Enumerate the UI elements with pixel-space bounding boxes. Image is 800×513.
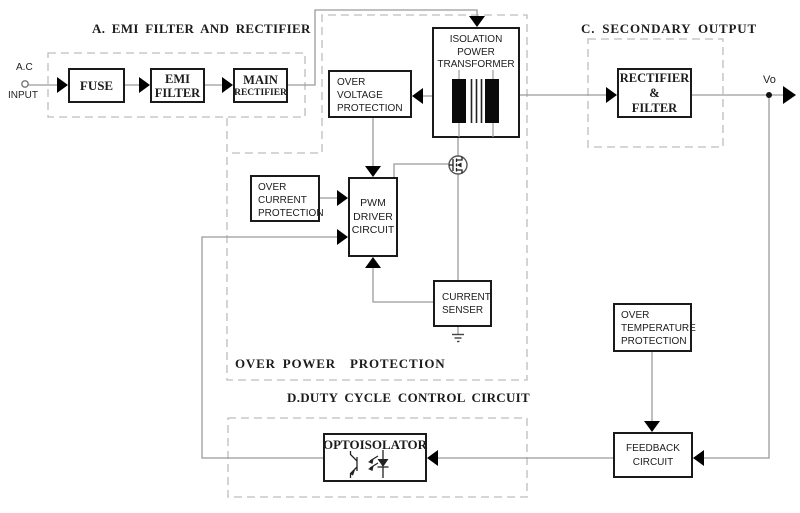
arrow-into-rectifier-filter [606,87,617,103]
wire-vo-to-feedback [703,95,770,459]
arrow-output-vo [783,86,796,104]
block-emi-filter: EMI FILTER [150,68,205,103]
main-rectifier-line2: RECTIFIER [234,87,287,98]
block-rectifier-filter: RECTIFIER & FILTER [617,68,692,118]
section-label-over-power-protection: OVER POWER PROTECTION [235,356,446,371]
section-label-emi-filter-and-rectifier: A. EMI FILTER AND RECTIFIER [92,21,311,36]
arrow-opto-into-pwm [337,229,348,245]
block-main-rectifier: MAIN RECTIFIER [233,68,288,103]
block-over-current-protection: OVER CURRENT PROTECTION [250,175,324,222]
arrow-into-optoisolator [427,450,438,466]
mosfet-icon [448,155,468,175]
arrow-into-transformer-top [469,16,485,27]
block-pwm-driver-circuit: PWM DRIVER CIRCUIT [348,177,398,257]
arrow-into-feedback-top [644,421,660,432]
arrow-into-feedback-right [693,450,704,466]
vo-node-dot-icon [766,92,772,98]
block-over-voltage-protection: OVER VOLTAGE PROTECTION [328,70,412,118]
section-label-secondary-output: C. SECONDARY OUTPUT [581,21,757,36]
arrow-into-ovp [412,88,423,104]
arrow-into-fuse [57,77,68,93]
block-over-temperature-protection: OVER TEMPERATURE PROTECTION [613,303,696,352]
main-rectifier-line1: MAIN [243,72,278,87]
arrow-into-pwm-bottom [365,257,381,268]
block-optoisolator: OPTOISOLATOR [323,433,427,482]
arrow-into-emi-filter [139,77,150,93]
section-label-duty-cycle-control-circuit: D.DUTY CYCLE CONTROL CIRCUIT [287,390,531,405]
block-current-senser: CURRENT SENSER [433,280,492,327]
ac-label: A.C [16,62,33,73]
vo-label: Vo [763,74,776,86]
block-feedback-circuit: FEEDBACK CIRCUIT [613,432,693,478]
wire-current-senser-to-pwm [372,268,433,303]
ac-input-terminal-icon [21,80,29,88]
wire-opto-to-pwm [201,236,338,459]
arrow-into-main-rectifier [222,77,233,93]
input-label: INPUT [8,90,38,101]
arrow-ocp-into-pwm [337,190,348,206]
block-isolation-power-transformer: ISOLATION POWER TRANSFORMER [432,27,520,138]
wire-pwm-gate-to-mosfet [393,163,449,177]
arrow-into-pwm-top [365,166,381,177]
block-fuse: FUSE [68,68,125,103]
ground-icon [452,333,464,343]
